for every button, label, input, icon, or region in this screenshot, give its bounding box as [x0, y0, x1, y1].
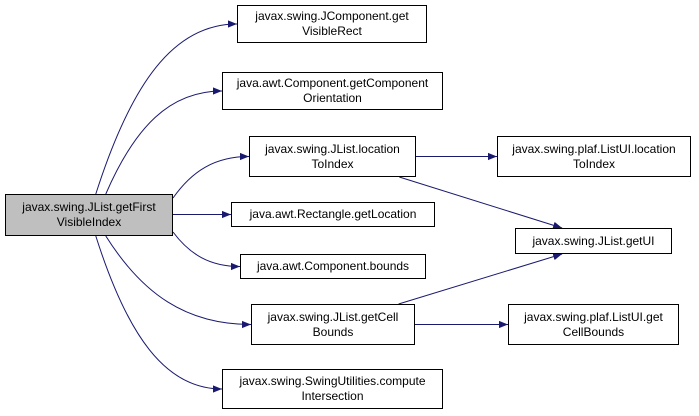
edge-root-to-jcomponent_getvisiblerect	[95, 20, 238, 195]
node-swingutilities-computeintersection[interactable]: javax.swing.SwingUtilities.compute Inter…	[222, 369, 443, 409]
node-rectangle-getlocation[interactable]: java.awt.Rectangle.getLocation	[231, 202, 435, 227]
node-label: java.awt.Component.getComponent Orientat…	[236, 76, 429, 105]
node-label: javax.swing.plaf.ListUI.get CellBounds	[524, 309, 663, 339]
node-component-getcomponentorientation[interactable]: java.awt.Component.getComponent Orientat…	[222, 72, 443, 110]
node-label: javax.swing.JComponent.get VisibleRect	[255, 9, 409, 38]
node-listui-getcellbounds[interactable]: javax.swing.plaf.ListUI.get CellBounds	[508, 304, 679, 345]
node-label: javax.swing.JList.location ToIndex	[265, 141, 400, 171]
edge-jlist_getcellbounds-to-jlist_getui	[398, 253, 563, 305]
node-jlist-getfirstvisibleindex[interactable]: javax.swing.JList.getFirst VisibleIndex	[5, 194, 173, 236]
edge-root-to-jlist_locationtoindex	[172, 152, 250, 199]
node-jlist-getcellbounds[interactable]: javax.swing.JList.getCell Bounds	[251, 304, 415, 345]
node-listui-locationtoindex[interactable]: javax.swing.plaf.ListUI.location ToIndex	[497, 136, 691, 177]
node-jlist-locationtoindex[interactable]: javax.swing.JList.location ToIndex	[249, 136, 416, 177]
node-label: java.awt.Component.bounds	[256, 259, 410, 273]
node-label: javax.swing.JList.getFirst VisibleIndex	[22, 200, 156, 229]
node-jcomponent-getvisiblerect[interactable]: javax.swing.JComponent.get VisibleRect	[237, 5, 427, 43]
edge-root-to-swingutilities_computeintersection	[95, 235, 223, 393]
node-label: javax.swing.plaf.ListUI.location ToIndex	[512, 141, 676, 171]
edge-root-to-component_bounds	[172, 231, 241, 271]
node-label: javax.swing.JList.getCell Bounds	[267, 309, 399, 339]
node-label: javax.swing.SwingUtilities.compute Inter…	[239, 374, 426, 403]
node-component-bounds[interactable]: java.awt.Component.bounds	[240, 254, 426, 279]
edge-root-to-component_getcomponentorientation	[105, 87, 223, 195]
node-label: java.awt.Rectangle.getLocation	[249, 207, 417, 221]
edge-jlist_locationtoindex-to-jlist_getui	[399, 176, 563, 229]
node-jlist-getui[interactable]: javax.swing.JList.getUI	[515, 228, 672, 254]
edge-root-to-jlist_getcellbounds	[105, 235, 252, 329]
node-label: javax.swing.JList.getUI	[532, 233, 655, 248]
